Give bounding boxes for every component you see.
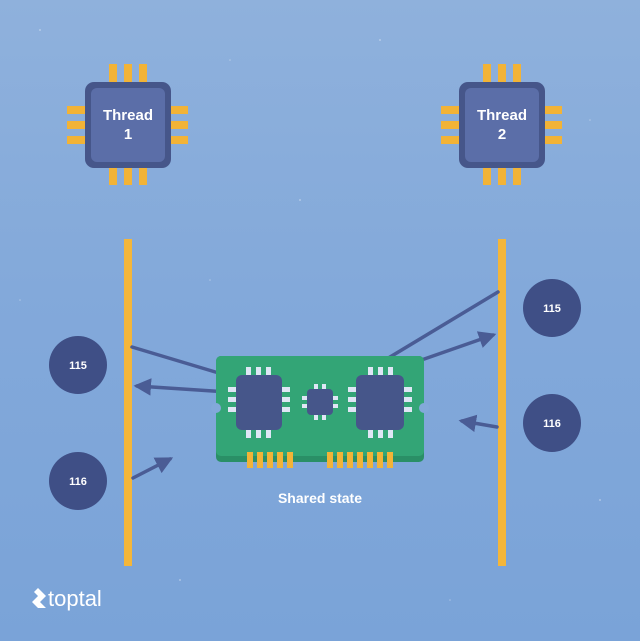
shared-state-board [211,356,429,468]
toptal-logo: toptal [32,586,102,611]
thread-1-label-line2: 1 [124,126,132,143]
toptal-logo-text: toptal [48,586,102,611]
thread-2-write-arrow [458,414,499,432]
thread-2-chip-pins [441,64,562,185]
thread-1-timeline [124,239,132,566]
thread-1-chip-pins [67,64,188,185]
board-chip-center [302,384,338,420]
value-thread-1-read-text: 115 [69,360,87,372]
value-thread-2-read: 115 [523,279,581,337]
thread-1-label-line1: Thread [103,107,153,124]
thread-1-read-arrow [133,378,230,396]
thread-2-read-arrow [408,331,497,366]
thread-2-timeline [498,239,506,566]
shared-state-label: Shared state [278,490,362,506]
value-thread-2-read-text: 115 [543,303,561,315]
board-contacts [247,452,393,468]
thread-1-write-arrow [131,457,174,480]
thread-1-read-line [130,345,234,379]
thread-2-read-line [378,290,500,365]
value-thread-2-write-text: 116 [543,418,561,430]
thread-1-chip: Thread 1 [67,64,188,185]
value-thread-1-write-text: 116 [69,476,87,488]
thread-2-label-line2: 2 [498,126,506,143]
background-stars [19,29,601,601]
value-thread-1-read: 115 [49,336,107,394]
toptal-logo-icon [32,588,46,608]
thread-2-chip: Thread 2 [441,64,562,185]
board-chip-left [228,367,290,438]
value-thread-1-write: 116 [49,452,107,510]
thread-2-label-line1: Thread [477,107,527,124]
value-thread-2-write: 116 [523,394,581,452]
board-chip-right [348,367,412,438]
